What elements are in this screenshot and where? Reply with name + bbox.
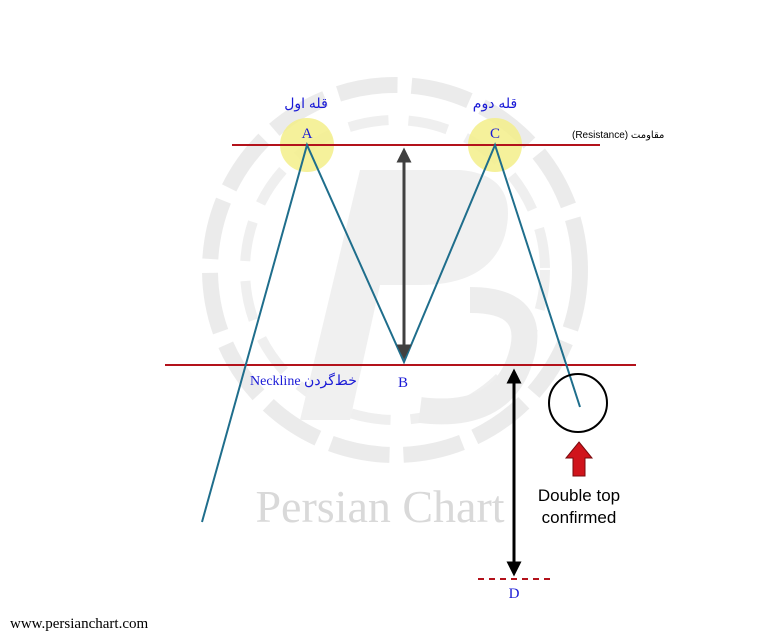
confirmation-text-line2: confirmed: [542, 508, 617, 527]
confirmation-circle: [548, 373, 608, 433]
point-a-label: A: [302, 126, 313, 142]
resistance-label: (Resistance) مقاومت: [572, 130, 664, 141]
price-path: [201, 142, 581, 523]
point-b-label: B: [398, 375, 408, 391]
watermark-logo: [202, 77, 588, 463]
website-footer: www.persianchart.com: [10, 616, 148, 632]
neckline-label: Neckline خط‌گردن: [250, 372, 357, 389]
point-c-label: C: [490, 126, 500, 142]
watermark-text: Persian Chart: [255, 481, 504, 532]
point-d-label: D: [509, 586, 520, 602]
peak-2-label: قله دوم: [473, 95, 517, 112]
peak-1-label: قله اول: [284, 95, 328, 112]
confirmation-text-line1: Double top: [538, 486, 620, 505]
confirmation-arrow-icon: [564, 441, 594, 477]
